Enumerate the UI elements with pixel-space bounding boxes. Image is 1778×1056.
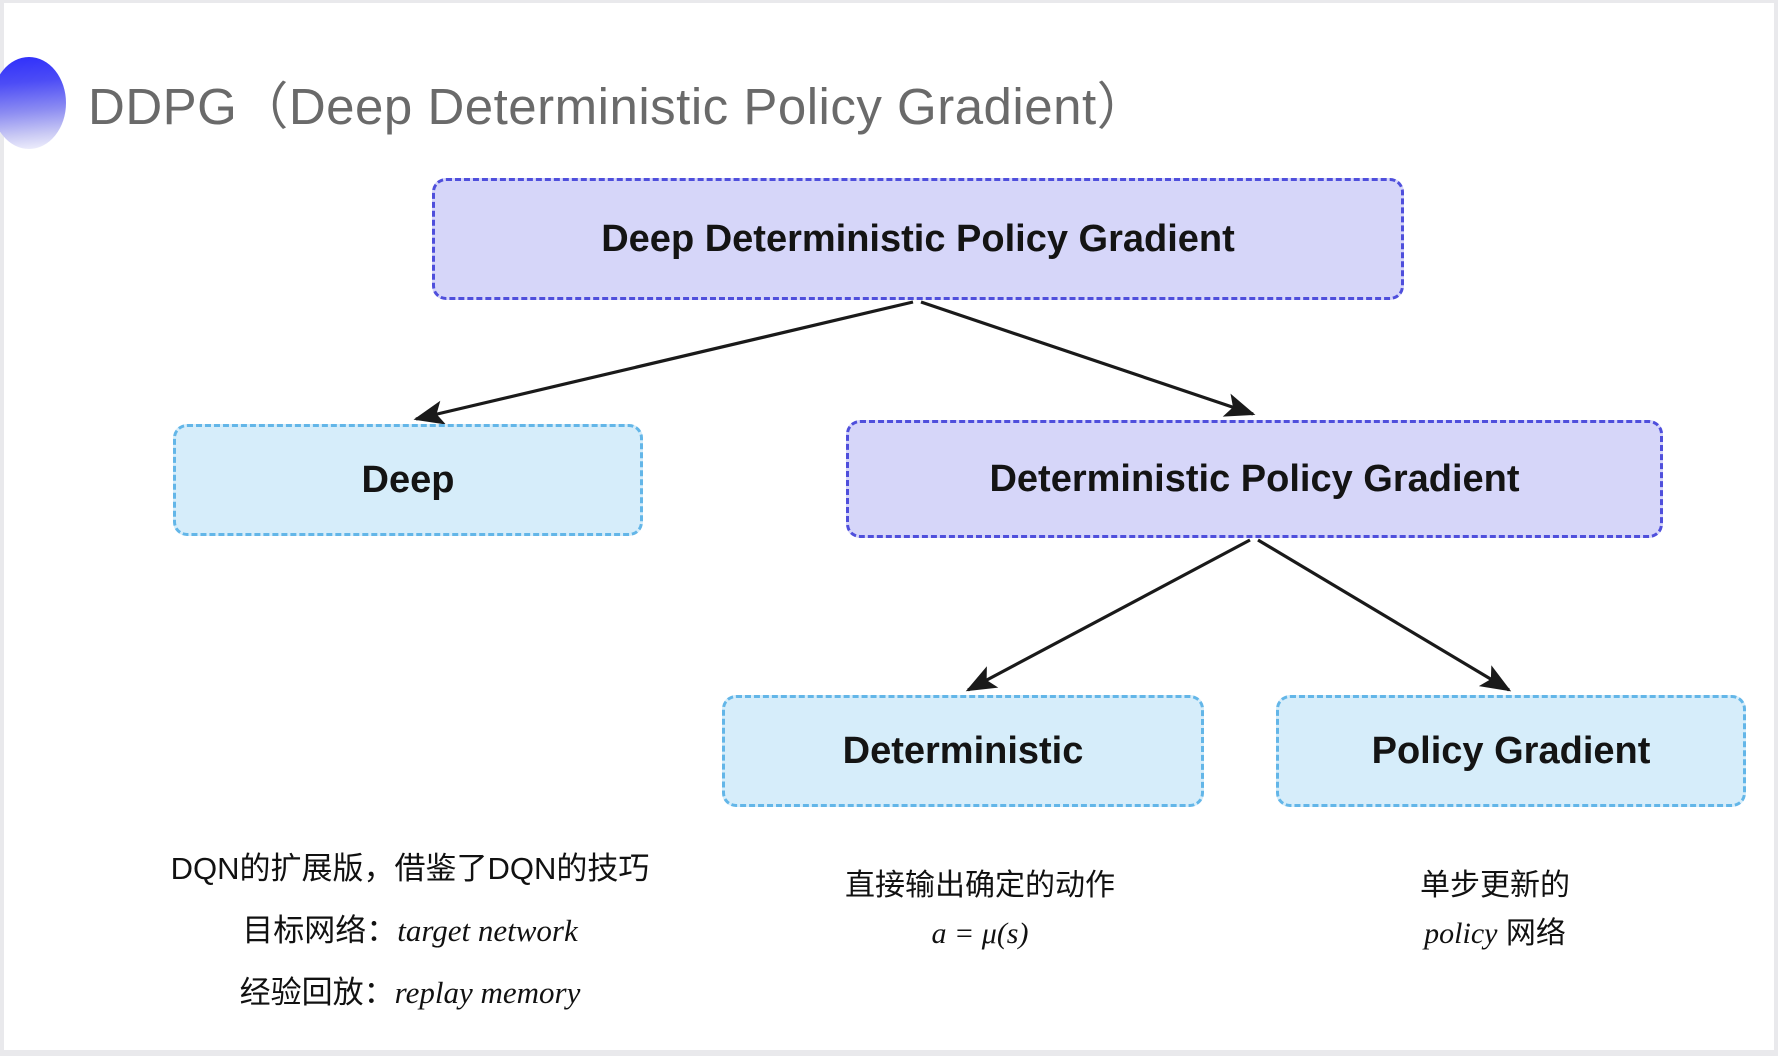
caption-deep-line-3-term: replay memory bbox=[394, 975, 581, 1010]
caption-deep-line-3: 经验回放：replay memory bbox=[150, 962, 670, 1024]
caption-policy-gradient-term: policy bbox=[1424, 917, 1498, 950]
node-deep-deterministic-policy-gradient[interactable]: Deep Deterministic Policy Gradient bbox=[432, 178, 1404, 300]
slide-border-bottom bbox=[0, 1050, 1778, 1056]
slide-border-left bbox=[0, 0, 4, 1056]
caption-deep-line-2-label: 目标网络： bbox=[242, 913, 398, 948]
edge-dpg-to-policy-gradient bbox=[1257, 538, 1512, 692]
caption-deep-line-2: 目标网络：target network bbox=[150, 900, 670, 962]
caption-policy-gradient-rest: 网络 bbox=[1497, 917, 1566, 950]
gradient-circle-icon bbox=[0, 57, 66, 149]
caption-deterministic-formula: a = μ(s) bbox=[931, 917, 1029, 950]
caption-deep-line-2-term: target network bbox=[397, 913, 578, 948]
page-title: DDPG（Deep Deterministic Policy Gradient） bbox=[88, 78, 1149, 135]
edge-root-to-deep bbox=[413, 300, 914, 425]
caption-policy-gradient: 单步更新的 policy 网络 bbox=[1330, 862, 1660, 958]
node-deterministic-policy-gradient[interactable]: Deterministic Policy Gradient bbox=[846, 420, 1663, 538]
caption-deterministic: 直接输出确定的动作 a = μ(s) bbox=[790, 862, 1170, 958]
edge-root-to-dpg bbox=[920, 300, 1256, 417]
node-deep[interactable]: Deep bbox=[173, 424, 643, 536]
caption-deep-line-1: DQN的扩展版，借鉴了DQN的技巧 bbox=[170, 851, 650, 886]
caption-deep: DQN的扩展版，借鉴了DQN的技巧 目标网络：target network 经验… bbox=[150, 838, 670, 1024]
caption-deterministic-line-1: 直接输出确定的动作 bbox=[845, 869, 1115, 902]
edge-dpg-to-deterministic bbox=[965, 538, 1251, 692]
caption-policy-gradient-line-2: policy 网络 bbox=[1330, 910, 1660, 958]
slide-border-top bbox=[0, 0, 1778, 3]
caption-policy-gradient-line-1: 单步更新的 bbox=[1420, 869, 1570, 902]
node-deterministic[interactable]: Deterministic bbox=[722, 695, 1204, 807]
node-policy-gradient[interactable]: Policy Gradient bbox=[1276, 695, 1746, 807]
slide-border-right bbox=[1774, 0, 1778, 1056]
caption-deep-line-3-label: 经验回放： bbox=[239, 975, 395, 1010]
